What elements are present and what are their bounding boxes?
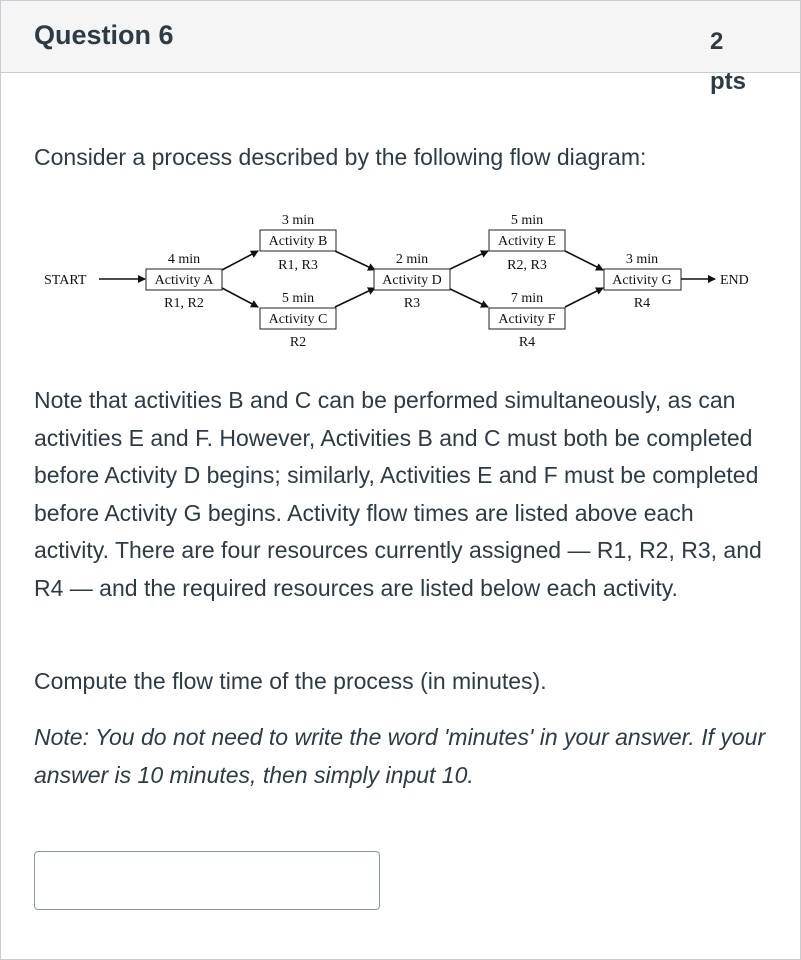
- question-intro: Consider a process described by the foll…: [34, 144, 647, 170]
- activity-a-resources: R1, R2: [164, 296, 204, 311]
- activity-g-resources: R4: [634, 296, 650, 311]
- arrow-a-c: [221, 287, 259, 308]
- arrow-d-f: [447, 287, 489, 308]
- activity-c: 5 min Activity C R2: [259, 291, 337, 350]
- activity-d-name: Activity D: [382, 273, 442, 288]
- activity-c-name: Activity C: [269, 312, 328, 327]
- activity-e: 5 min Activity E R2, R3: [488, 213, 566, 273]
- flow-diagram: START END 4 min Activity A R1, R2 3 min …: [44, 213, 749, 350]
- activity-e-name: Activity E: [498, 234, 556, 249]
- activity-a: 4 min Activity A R1, R2: [145, 252, 223, 311]
- arrow-a-b: [221, 250, 259, 271]
- compute-prompt: Compute the flow time of the process (in…: [34, 668, 547, 694]
- activity-f-time: 7 min: [511, 291, 543, 306]
- end-label: END: [720, 273, 749, 288]
- activity-g: 3 min Activity G R4: [603, 252, 682, 311]
- answer-hint: Note: You do not need to write the word …: [34, 724, 766, 788]
- points-value: 2: [710, 28, 724, 55]
- activity-d-time: 2 min: [396, 252, 428, 267]
- question-header: Question 6 2 pts: [1, 1, 800, 95]
- arrow-e-g: [564, 250, 604, 271]
- activity-g-name: Activity G: [612, 273, 672, 288]
- activity-c-resources: R2: [290, 335, 306, 350]
- answer-input[interactable]: [34, 851, 380, 910]
- activity-f-name: Activity F: [498, 312, 555, 327]
- points-unit: pts: [710, 68, 746, 95]
- activity-g-time: 3 min: [626, 252, 658, 267]
- arrow-f-g: [564, 287, 604, 308]
- activity-b-name: Activity B: [269, 234, 328, 249]
- activity-d-resources: R3: [404, 296, 420, 311]
- activity-b-time: 3 min: [282, 213, 314, 228]
- start-label: START: [44, 273, 87, 288]
- question-title: Question 6: [34, 20, 174, 50]
- question-body-note: Note that activities B and C can be perf…: [34, 387, 762, 601]
- arrow-b-d: [334, 250, 376, 271]
- activity-a-name: Activity A: [155, 273, 215, 288]
- activity-c-time: 5 min: [282, 291, 314, 306]
- activity-e-time: 5 min: [511, 213, 543, 228]
- activity-a-time: 4 min: [168, 252, 200, 267]
- activity-f: 7 min Activity F R4: [488, 291, 566, 350]
- question-points: 2 pts: [710, 22, 760, 102]
- activity-d: 2 min Activity D R3: [373, 252, 451, 311]
- activity-b: 3 min Activity B R1, R3: [259, 213, 337, 273]
- arrow-c-d: [334, 287, 376, 308]
- activity-f-resources: R4: [519, 335, 535, 350]
- arrow-d-e: [447, 250, 489, 271]
- activity-b-resources: R1, R3: [278, 258, 318, 273]
- activity-e-resources: R2, R3: [507, 258, 547, 273]
